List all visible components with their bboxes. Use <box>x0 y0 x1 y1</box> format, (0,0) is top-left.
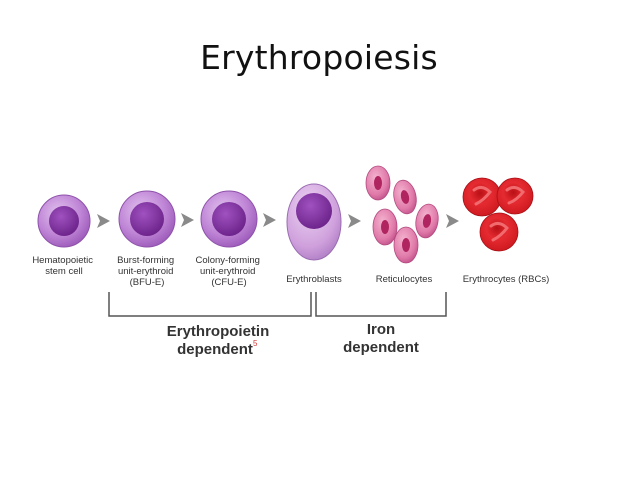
iron-dependent-label-line2: dependent <box>343 339 419 356</box>
bfu-e-cell-icon <box>118 190 176 248</box>
erythroblast-cell-icon <box>286 183 342 261</box>
stage-label-reticulocytes: Reticulocytes <box>376 274 433 285</box>
erythrocytes-icon <box>462 177 534 252</box>
stage-label-hematopoietic: Hematopoietic stem cell <box>32 255 95 277</box>
stage-label-cfu-e: Colony-forming unit-erythroid (CFU-E) <box>195 255 262 288</box>
hematopoietic-stem-cell-icon <box>37 194 91 248</box>
erythropoietin-dependent-label: Erythropoietin <box>167 323 270 340</box>
erythropoietin-dependent-label-line2: dependent <box>177 341 253 358</box>
stage-label-erythrocytes: Erythrocytes (RBCs) <box>463 274 550 285</box>
footnote-superscript: 5 <box>253 339 258 348</box>
arrow-icon <box>263 213 276 227</box>
reticulocytes-icon <box>365 165 439 264</box>
erythropoietin-bracket <box>108 292 312 317</box>
arrow-icon <box>348 214 361 228</box>
arrow-icon <box>446 214 459 228</box>
stage-label-bfu-e: Burst-forming unit-erythroid (BFU-E) <box>117 255 177 288</box>
arrow-icon <box>97 214 110 228</box>
iron-bracket <box>315 292 447 317</box>
cfu-e-cell-icon <box>200 190 258 248</box>
arrow-icon <box>181 213 194 227</box>
iron-dependent-label: Iron <box>367 321 395 338</box>
slide-title: Erythropoiesis <box>200 38 438 77</box>
stage-label-erythroblasts: Erythroblasts <box>286 274 342 285</box>
